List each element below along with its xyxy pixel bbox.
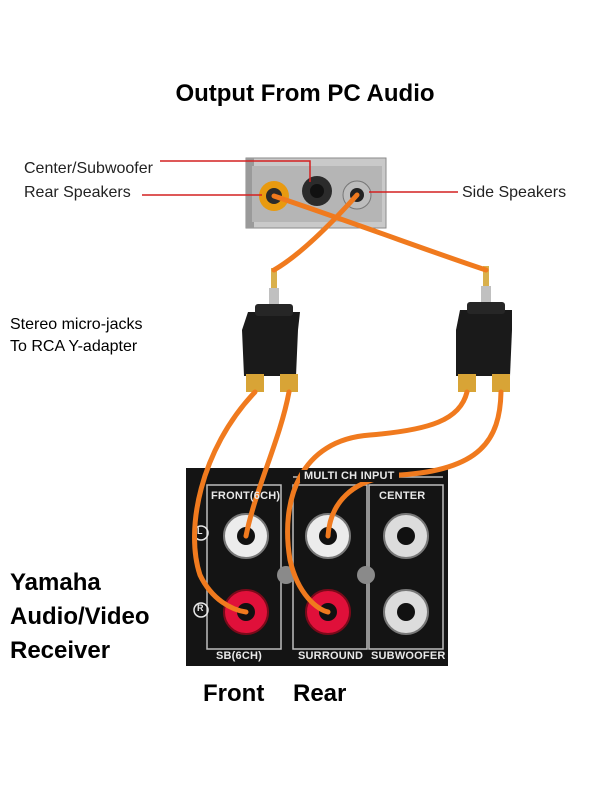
page-title: Output From PC Audio xyxy=(175,80,435,107)
cable-front-r xyxy=(192,389,258,615)
receiver-label: Yamaha Audio/Video Receiver xyxy=(10,566,190,668)
label-lines xyxy=(142,160,458,196)
center-subwoofer-line xyxy=(160,160,311,182)
adapter-label-line2: To RCA Y-adapter xyxy=(10,338,138,355)
cable-side-to-left-jack xyxy=(271,192,360,273)
right-mark-circle xyxy=(193,602,209,618)
rear-output-label: Rear xyxy=(293,680,347,707)
side-speakers-label: Side Speakers xyxy=(462,184,567,201)
receiver-panel xyxy=(186,468,448,666)
adapter-label-line1: Stereo micro-jacks xyxy=(10,316,143,333)
panel-subwoofer-label: SUBWOOFER xyxy=(371,650,446,662)
cable-surround-r xyxy=(285,389,470,615)
panel-front-label: FRONT(6CH) xyxy=(211,490,281,502)
pc-audio-bracket xyxy=(245,157,387,229)
left-y-adapter xyxy=(242,304,300,392)
cables xyxy=(192,192,504,615)
right-y-adapter xyxy=(456,302,512,392)
panel-center-label: CENTER xyxy=(379,490,426,502)
right-micro-jack xyxy=(481,266,491,306)
front-output-label: Front xyxy=(203,680,265,707)
cable-surround-l xyxy=(325,389,504,539)
receiver-label-line3: Receiver xyxy=(10,637,111,664)
left-micro-jack xyxy=(269,268,279,306)
panel-sb-label: SB(6CH) xyxy=(216,650,263,662)
cable-front-l xyxy=(243,389,292,539)
panel-header: MULTI CH INPUT xyxy=(300,470,399,482)
receiver-label-line2: Audio/Video xyxy=(10,603,150,630)
rear-speakers-label: Rear Speakers xyxy=(24,184,131,201)
panel-left-mark: L xyxy=(197,526,203,536)
panel-right-mark: R xyxy=(197,603,204,613)
cable-rear-to-right-jack xyxy=(271,193,489,273)
adapter-label: Stereo micro-jacks To RCA Y-adapter xyxy=(10,314,210,358)
panel-surround-label: SURROUND xyxy=(298,650,364,662)
receiver-label-line1: Yamaha xyxy=(10,569,101,596)
center-subwoofer-label: Center/Subwoofer xyxy=(24,160,153,177)
